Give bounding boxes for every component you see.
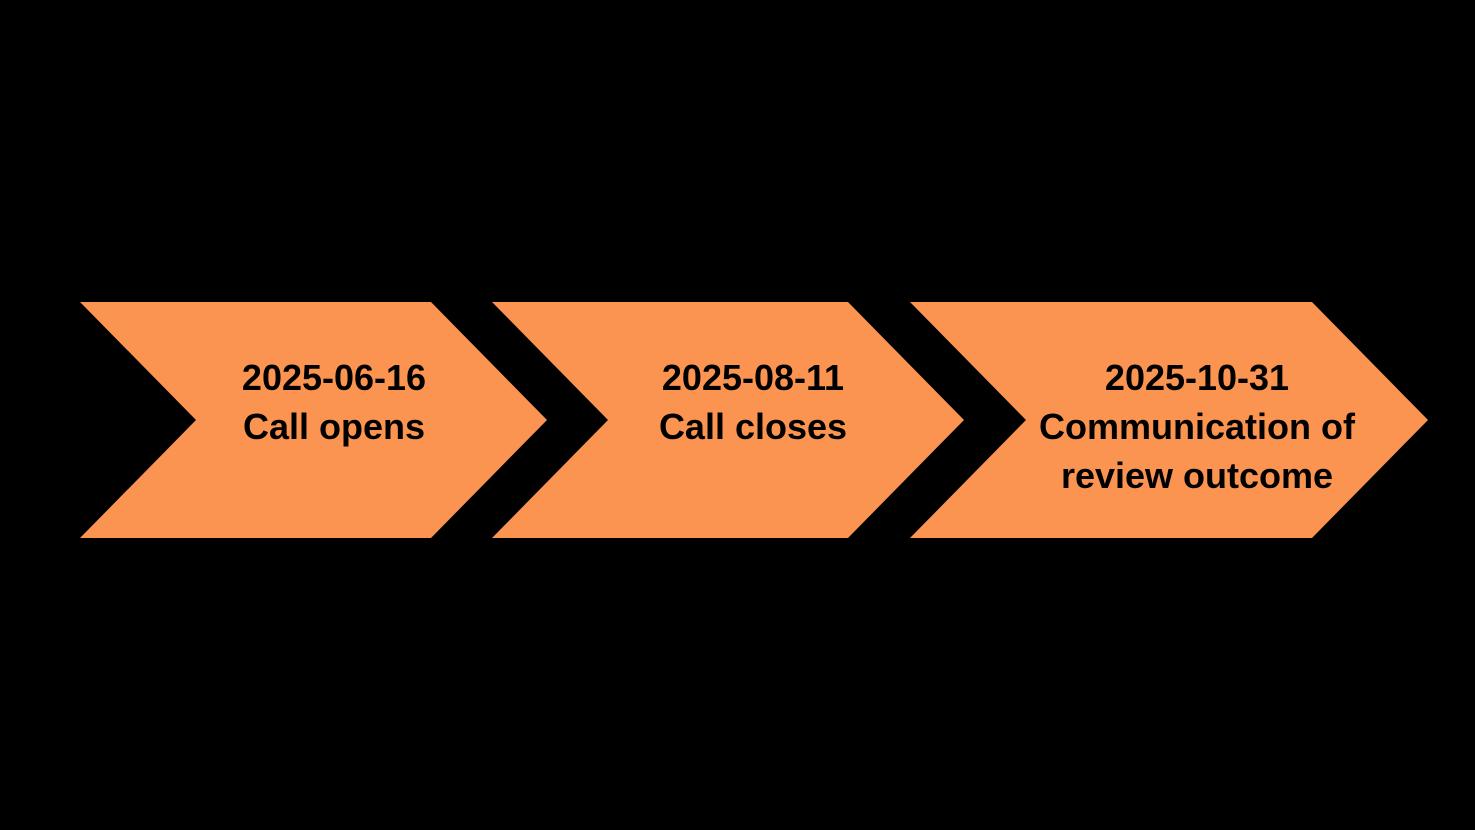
step-1-label: Call opens <box>242 406 426 447</box>
timeline-step-1: 2025-06-16 Call opens <box>149 353 519 451</box>
step-2-date: 2025-08-11 <box>661 357 845 398</box>
timeline-step-3: 2025-10-31 Communication of review outco… <box>1012 353 1382 500</box>
step-2-label: Call closes <box>658 406 848 447</box>
chevron-arrow-3 <box>910 302 1428 538</box>
step-3-label: Communication of review outcome <box>1039 406 1355 496</box>
step-1-date: 2025-06-16 <box>241 357 427 398</box>
chevron-arrow-2 <box>492 302 964 538</box>
chevron-arrow-1 <box>80 302 547 538</box>
timeline-step-2: 2025-08-11 Call closes <box>568 353 938 451</box>
step-3-date: 2025-10-31 <box>1104 357 1290 398</box>
